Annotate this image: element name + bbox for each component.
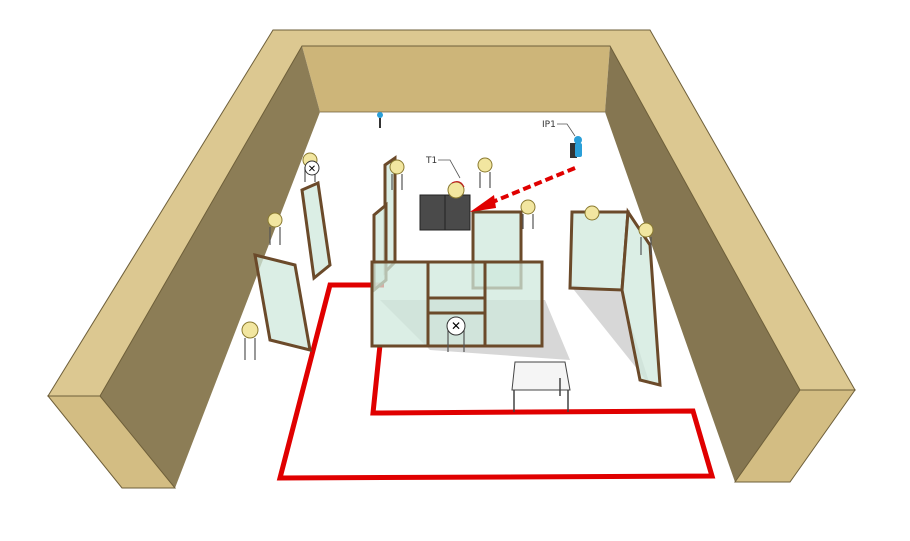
turn-indicator	[451, 181, 465, 188]
svg-text:✕: ✕	[451, 319, 461, 333]
right-wall	[605, 46, 800, 482]
no-shoot-target: ✕ ✕	[304, 160, 466, 336]
left-wall-end	[46, 395, 177, 489]
wall-panel	[620, 207, 662, 387]
back-wall	[302, 46, 610, 112]
shooter-figure	[570, 136, 582, 158]
wall-panel	[568, 210, 630, 292]
svg-text:✕: ✕	[308, 164, 316, 175]
wall-panel	[300, 180, 332, 281]
panel-shadow	[570, 285, 650, 385]
label-t1: T1	[425, 156, 437, 166]
table	[511, 361, 571, 412]
shooter-figure-background	[377, 112, 383, 128]
shooting-area-boundary	[276, 282, 716, 481]
arrow-head	[470, 195, 496, 212]
label-ip1: IP1	[542, 120, 556, 130]
right-wall-end	[734, 389, 856, 483]
shot-direction-arrow	[489, 166, 576, 205]
wall-panel	[253, 252, 312, 353]
left-wall	[100, 46, 320, 488]
